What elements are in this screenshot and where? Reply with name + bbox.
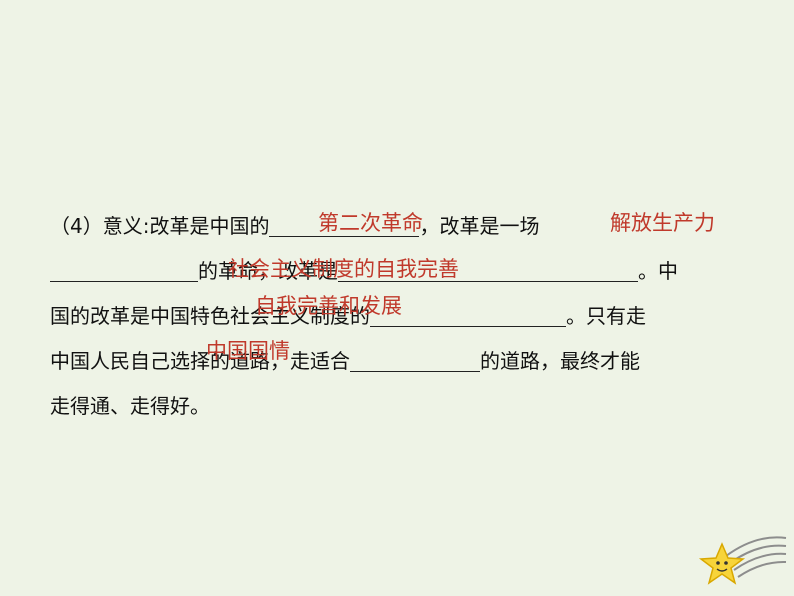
line-2: 的革命，改革是 。中 社会主义制度的自我完善 <box>50 251 750 296</box>
line-3-text-a: 国的改革是中国特色社会主义制度的 <box>50 304 370 328</box>
question-paragraph: （4）意义:改革是中国的 ，改革是一场 第二次革命 解放生产力 的革命，改革是 。中… <box>50 206 750 431</box>
answer-4: 自我完善和发展 <box>255 294 402 318</box>
line-5-text-a: 走得通、走得好。 <box>50 394 210 418</box>
blank-1 <box>269 208 420 237</box>
answer-1: 第二次革命 <box>318 211 423 235</box>
line-1-text-a: （4）意义:改革是中国的 <box>50 214 270 238</box>
line-4: 中国人民自己选择的道路，走适合 的道路，最终才能 中国国情 <box>50 339 750 386</box>
line-2-text-b: 。中 <box>638 259 678 283</box>
line-2-text-a: 的革命，改革是 <box>198 259 338 283</box>
line-3: 国的改革是中国特色社会主义制度的 。只有走 自我完善和发展 <box>50 294 750 341</box>
blank-3 <box>338 253 638 282</box>
answer-5: 中国国情 <box>206 339 290 363</box>
star-swoosh-icon <box>698 536 787 585</box>
blank-4 <box>370 298 566 327</box>
answer-2: 解放生产力 <box>610 211 715 235</box>
blank-5 <box>350 343 480 372</box>
line-3-text-b: 。只有走 <box>566 304 646 328</box>
line-1: （4）意义:改革是中国的 ，改革是一场 第二次革命 解放生产力 <box>50 206 750 251</box>
line-5: 走得通、走得好。 <box>50 386 750 431</box>
answer-3: 社会主义制度的自我完善 <box>228 257 459 281</box>
blank-2 <box>50 253 198 282</box>
line-1-text-b: ，改革是一场 <box>419 214 540 238</box>
line-4-text-a: 中国人民自己选择的道路，走适合 <box>50 349 350 373</box>
line-4-text-b: 的道路，最终才能 <box>480 349 640 373</box>
